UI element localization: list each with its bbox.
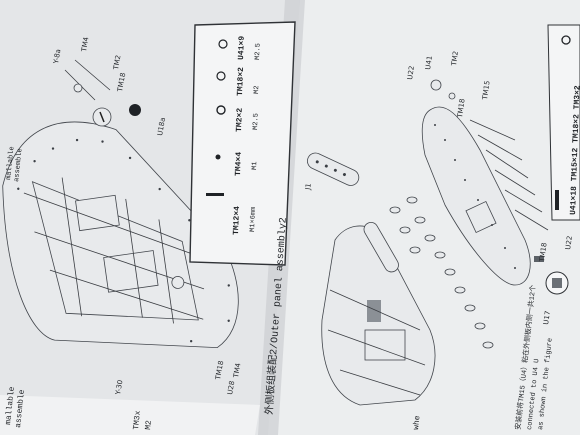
screw-row-4-name: TM18×2: [236, 67, 246, 96]
screw-row-4-size: M2: [253, 85, 261, 94]
hull-rivets: [17, 138, 230, 343]
glue-icon: [129, 104, 141, 116]
parts-strip-text: U41×18 TM15×12 TM18×2 TM3×2: [569, 85, 580, 215]
callout-tm2: TM2: [112, 54, 123, 71]
cylinder-stack: [389, 196, 494, 349]
hull-hub: [171, 276, 185, 289]
parts-strip-screw: [555, 190, 559, 210]
screw-row-5-name: U41×9: [237, 36, 247, 61]
callout-u41: U41: [424, 55, 434, 70]
track-part-2: [363, 222, 399, 273]
callout-tm18-b: TM18: [214, 360, 225, 381]
hull-hatch: [75, 194, 120, 232]
right-assembly-drawing: [307, 79, 569, 406]
screw-row-3-size: M2.5: [252, 113, 261, 130]
washer-icon-2: [218, 39, 228, 49]
callout-y8a: Y-8a: [52, 48, 63, 65]
callout-y30: Y-30: [114, 379, 125, 396]
callout-tm15: TM15: [481, 80, 492, 101]
inner-panel-lines: [327, 289, 426, 396]
bottom-text-right: whe: [412, 415, 422, 430]
outer-panel-rivets: [434, 124, 516, 269]
screw-icon-small: [215, 154, 221, 160]
margin-text-4: assemble: [14, 389, 27, 428]
bottom-text-mid: M2: [144, 420, 154, 431]
u17-part: [552, 278, 562, 288]
parts-strip-frame: [547, 24, 580, 221]
outer-panel: [421, 106, 531, 286]
callout-u18a: U18a: [156, 117, 167, 136]
callout-tm4: TM4: [80, 36, 91, 53]
lower-sheet: [0, 395, 260, 435]
pin-part: [73, 83, 83, 93]
outer-panel-leaders: [469, 119, 549, 231]
margin-text-1: mallable: [5, 146, 16, 180]
screw-row-1-name: TM12×4: [232, 206, 242, 235]
callout-tm4-b: TM4: [232, 362, 243, 379]
left-top-parts: [64, 59, 141, 127]
screw-row-2-name: TM4×4: [234, 152, 244, 177]
screw-row-3-name: TM2×2: [235, 108, 245, 133]
screw-table-frame: [189, 21, 296, 266]
callout-u17: U17: [542, 310, 552, 325]
track-part-j1: [307, 152, 360, 186]
callout-u28: U28: [226, 380, 236, 395]
callout-tm18: TM18: [116, 72, 127, 93]
callout-u22-b: U22: [564, 235, 574, 250]
callout-tm18: TM18: [456, 98, 467, 119]
inner-panel-window: [367, 300, 381, 322]
callout-u22: U22: [406, 65, 416, 80]
callout-j1: J1: [304, 183, 313, 192]
washer-icon: [216, 71, 226, 81]
margin-text-3: mallable: [4, 386, 17, 425]
screw-table: TM12×4 TM4×4 TM2×2 TM18×2 U41×9 M1×6mm M…: [189, 21, 296, 266]
callout-tm2: TM2: [450, 51, 460, 68]
bottom-text-left: TM3x: [132, 410, 143, 430]
outer-panel-door: [465, 200, 497, 234]
parts-strip-nut: [561, 35, 571, 45]
part-u41: [430, 79, 442, 91]
screw-row-5-size: M2.5: [254, 43, 263, 60]
screw-row-1-size: M1×6mm: [249, 207, 258, 232]
tm18-part: [534, 256, 544, 262]
screw-row-2-size: M1: [251, 161, 259, 170]
left-hull-drawing: [2, 121, 239, 349]
part-u22: [448, 92, 456, 100]
hull-door: [103, 250, 159, 293]
margin-text-2: assemble: [13, 148, 24, 182]
nut-icon: [216, 105, 226, 115]
screw-icon-long: [206, 193, 224, 196]
screw-slot: [99, 111, 105, 123]
callout-tm18-b: TM18: [538, 242, 549, 263]
